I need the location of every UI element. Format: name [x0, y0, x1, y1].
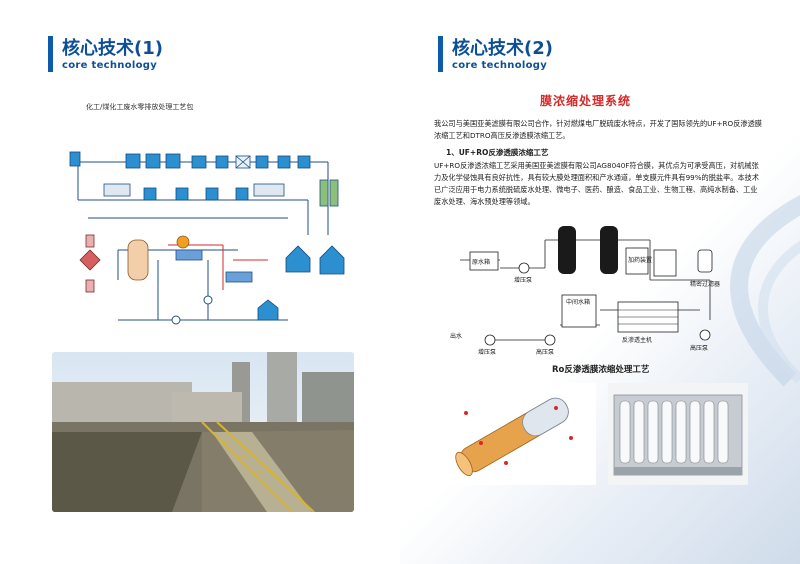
section-title: 膜浓缩处理系统 — [540, 94, 632, 108]
body-paragraph: UF+RO反渗透浓缩工艺采用美国亚美滤膜有限公司AG8040F符合膜，其优点为可… — [434, 161, 760, 206]
label-dosing: 加药装置 — [628, 256, 652, 264]
intro-paragraph: 我公司与美国亚美滤膜有限公司合作，针对燃煤电厂脱硫废水特点，开发了国际领先的UF… — [434, 119, 762, 140]
label-outlet: 出水 — [450, 332, 462, 340]
ro-skid-photo — [608, 383, 748, 485]
plant-photo — [52, 352, 354, 512]
ro-process-diagram: 原水箱 增压泵 加药装置 精密过滤器 中间水箱 反渗透主机 出水 增压泵 高压泵… — [450, 226, 720, 356]
label-booster-pump: 增压泵 — [514, 276, 532, 284]
membrane-element-illustration — [436, 383, 596, 485]
label-product-tank: 中间水箱 — [566, 298, 590, 306]
subheading: 1、UF+RO反渗透膜浓缩工艺 — [446, 148, 549, 157]
page-subtitle: core technology — [452, 60, 548, 71]
page-title: 核心技术(2) — [452, 38, 553, 59]
page-title: 核心技术(1) — [62, 38, 163, 59]
process-flow-diagram — [69, 151, 345, 325]
left-page: 核心技术(1) core technology 化工/煤化工废水零排放处理工艺包 — [48, 36, 354, 512]
label-pump-a: 增压泵 — [478, 348, 496, 356]
diagram-caption: 化工/煤化工废水零排放处理工艺包 — [86, 103, 194, 111]
label-hp-pump: 高压泵 — [690, 344, 708, 352]
label-precision-filter: 精密过滤器 — [690, 280, 720, 288]
right-page: 核心技术(2) core technology 膜浓缩处理系统 我公司与美国亚美… — [400, 0, 800, 564]
ro-diagram-caption: Ro反渗透膜浓缩处理工艺 — [552, 365, 650, 375]
label-ro-unit: 反渗透主机 — [622, 336, 652, 344]
label-feed-tank: 原水箱 — [472, 258, 490, 266]
decorative-swirl — [730, 195, 800, 387]
label-pump-b: 高压泵 — [536, 348, 554, 356]
page-subtitle: core technology — [62, 60, 158, 71]
header-accent-bar — [438, 36, 443, 72]
header-accent-bar — [48, 36, 53, 72]
